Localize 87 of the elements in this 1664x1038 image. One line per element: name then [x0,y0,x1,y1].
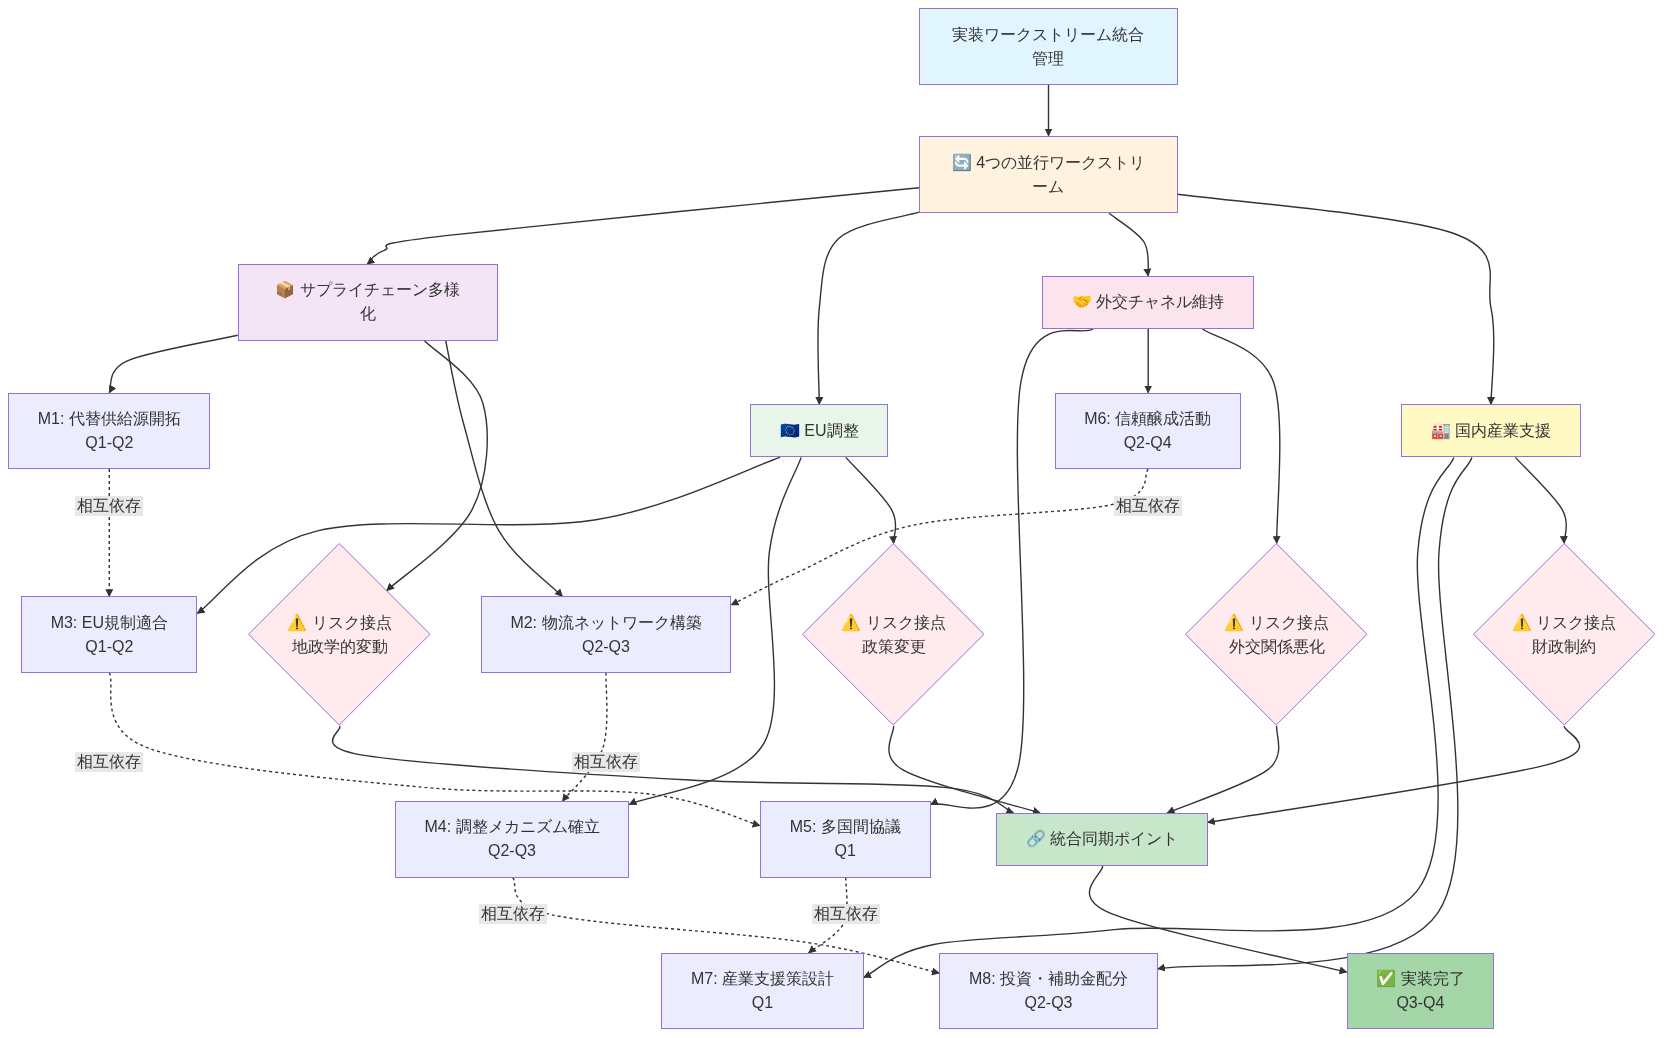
arrow [1108,212,1152,277]
node-text: Q2-Q3 [1023,993,1074,1014]
arrow [196,456,781,615]
node-text: 外交関係悪化 [1227,636,1326,657]
node-text: 🇪🇺 EU調整 [779,420,859,441]
arrow [331,725,1015,814]
milestone-box [759,801,931,878]
edge-label: 相互依存 [75,496,144,517]
milestone-box [996,812,1208,866]
node-text: 🔄 4つの並行ワークストリーム [950,152,1147,197]
arrow [808,876,848,954]
arrow [929,328,1094,809]
arrow [815,211,920,406]
arrow [561,672,608,802]
milestone-box [480,596,732,673]
node-text: 財政制約 [1531,636,1598,657]
milestone-box [1054,392,1241,470]
process-box [919,8,1178,85]
edge-label: 相互依存 [478,903,547,924]
node-text: ✅ 実装完了 [1376,968,1465,990]
node-text: ⚠ リスク接点 [287,612,392,634]
node-text: M8: 投資・補助金配分 [968,969,1129,990]
node-text: M7: 産業支援策設計 [690,969,835,990]
edge-label: 相互依存 [571,751,640,772]
milestone-box [21,596,198,673]
node-text: Q2-Q3 [580,636,631,657]
node-text: M1: 代替供給源開拓 [37,408,181,429]
node-text: Q1-Q2 [84,636,135,657]
arrow [1514,456,1569,545]
node-text: ⚠ リスク接点 [841,612,946,634]
process-box [1400,404,1582,458]
edge-label: 相互依存 [1114,496,1183,517]
node-text: 🔗 統合同期ポイント [1025,829,1179,850]
node-text: ⚠ リスク接点 [1224,612,1329,634]
arrow [1201,328,1281,545]
process-box [750,404,889,458]
arrow [628,456,802,806]
arrow [1177,193,1496,406]
node-text: 🤝 外交チャネル維持 [1072,292,1225,313]
node-text: ⚠ リスク接点 [1512,612,1617,634]
node-text: Q1 [833,841,857,862]
node-text: M4: 調整メカニズム確立 [424,817,600,838]
process-box [919,135,1178,214]
milestone-box [394,801,630,878]
decision-diamond [248,543,431,726]
node-text: M3: EU規制適合 [50,612,168,633]
node-text: Q1-Q2 [84,432,135,453]
process-box [237,264,498,341]
arrow [445,340,564,598]
arrow [1088,865,1348,975]
arrow [1157,456,1473,972]
node-text: 実装ワークストリーム統合管理 [951,24,1146,69]
arrow [1166,725,1280,814]
arrow [1206,725,1581,826]
decision-diamond [802,543,985,726]
edge-label: 相互依存 [75,751,144,772]
arrow [511,876,940,976]
node-text: Q2-Q3 [487,841,537,862]
edge-label: 相互依存 [811,903,880,924]
process-box [1042,275,1255,329]
node-text: 📦 サプライチェーン多様化 [274,280,461,325]
arrow [105,468,114,598]
arrow [108,334,239,394]
arrow [845,456,898,545]
arrow [1044,84,1053,137]
node-text: M2: 物流ネットワーク構築 [510,612,702,633]
milestone-box [1346,952,1495,1030]
arrow [888,725,1041,815]
node-text: 地政学的変動 [290,636,389,657]
arrow [1144,328,1153,394]
arrow [730,468,1149,606]
node-text: 政策変更 [860,636,927,657]
node-text: Q2-Q4 [1122,432,1173,453]
decision-diamond [1472,543,1656,726]
arrow [863,456,1455,979]
node-text: Q3-Q4 [1395,993,1446,1014]
node-text: M5: 多国間協議 [789,817,901,838]
milestone-box [8,392,211,470]
decision-diamond [1185,543,1368,726]
milestone-box [661,952,864,1030]
arrow [108,672,761,828]
node-text: 🏭 国内産業支援 [1430,420,1552,441]
arrow [386,340,488,592]
milestone-box [939,952,1158,1030]
node-text: M6: 信頼醸成活動 [1084,408,1212,429]
node-text: Q1 [750,993,775,1014]
arrow [366,187,920,265]
